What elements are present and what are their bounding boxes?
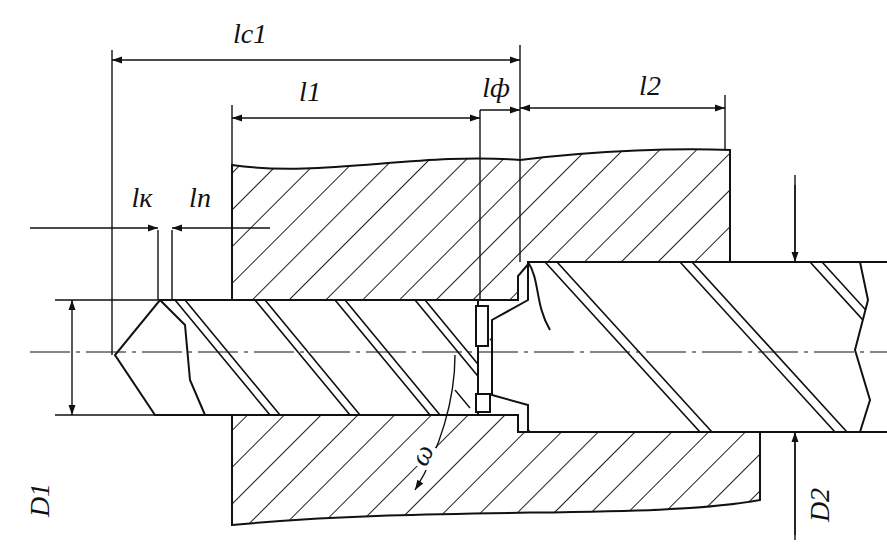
dimension-label: lк <box>130 184 155 212</box>
center-line <box>30 351 887 352</box>
dimension-label: lф <box>480 74 512 102</box>
flute-lines <box>520 262 887 432</box>
dimension-label: lc1 <box>231 20 269 48</box>
tool-step <box>492 262 870 432</box>
flute-lines <box>175 300 520 415</box>
dimension-label: lп <box>187 184 213 212</box>
tool-chamfer <box>528 262 550 330</box>
dimension-label: D1 <box>26 481 54 519</box>
tool-step <box>115 300 478 415</box>
tool-edge <box>730 262 887 432</box>
extension-line <box>55 45 795 540</box>
groove <box>476 306 488 346</box>
dimension-line <box>30 60 795 535</box>
dimension-label: l2 <box>637 72 663 100</box>
groove <box>476 394 490 412</box>
dimension-label: l1 <box>297 78 323 106</box>
dimension-label: D2 <box>806 486 834 524</box>
